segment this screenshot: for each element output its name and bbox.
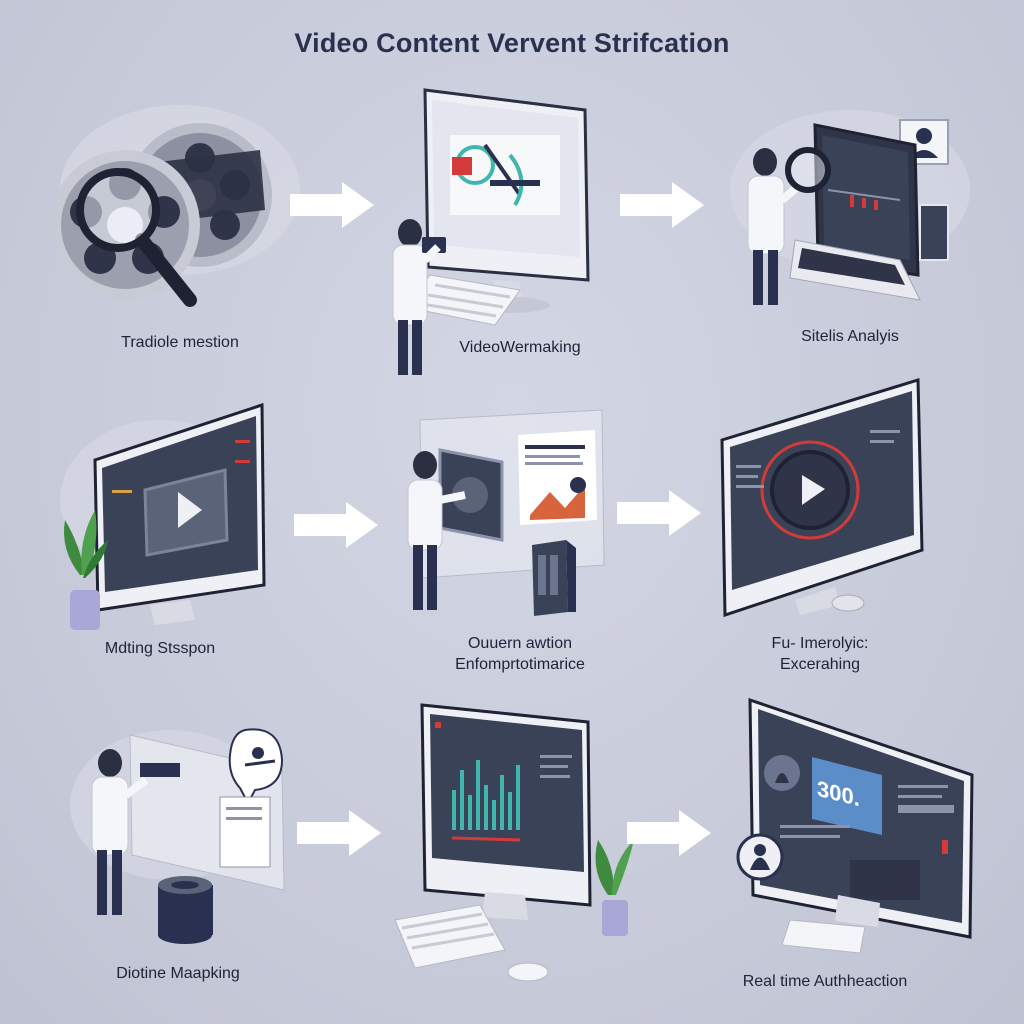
arrow-right-icon bbox=[290, 182, 374, 228]
step-7-label: Diotine Maapking bbox=[116, 965, 240, 982]
step-5-label-2: Enfomprtotimarice bbox=[455, 656, 585, 673]
step-4-label: Mdting Stsspon bbox=[104, 640, 216, 657]
step-2-label: VideoWermaking bbox=[459, 339, 581, 356]
monitor-target-icon bbox=[720, 377, 924, 618]
step-3-label: Sitelis Analyis bbox=[801, 328, 899, 345]
screen-presenter-icon bbox=[407, 409, 605, 616]
laptop bbox=[789, 123, 949, 301]
page-title: Video Content Vervent Strifcation bbox=[294, 28, 730, 58]
step-5: Ouuern awtion Enfomprtotimarice bbox=[370, 400, 670, 673]
play-icon bbox=[178, 492, 202, 528]
laptop-analyst-icon bbox=[730, 110, 970, 305]
keyboard bbox=[394, 904, 506, 969]
keyboard bbox=[781, 919, 866, 954]
scientist-figure bbox=[392, 219, 446, 375]
plant-icon bbox=[64, 510, 108, 630]
magnifier-icon bbox=[76, 168, 197, 307]
presenter-figure bbox=[407, 451, 466, 610]
arrow-right-icon bbox=[617, 490, 701, 536]
bar-chart bbox=[452, 760, 520, 830]
step-2: VideoWermaking bbox=[370, 85, 670, 375]
monitor-chart-icon bbox=[394, 703, 634, 982]
step-6: Fu- Imerolyic: Excerahing bbox=[700, 375, 1000, 673]
monitor-play-icon bbox=[60, 402, 266, 630]
board-scientist-icon bbox=[70, 728, 285, 944]
desktop-monitor bbox=[720, 377, 924, 618]
arrow-right-icon bbox=[620, 182, 704, 228]
desktop-monitor bbox=[748, 697, 974, 939]
server-box-icon bbox=[532, 540, 576, 616]
film-reel-magnifier-icon bbox=[50, 105, 300, 307]
step-8 bbox=[360, 700, 660, 982]
arrow-right-icon bbox=[297, 810, 381, 856]
step-4: Mdting Stsspon bbox=[50, 400, 350, 660]
database-cylinder-icon bbox=[158, 876, 213, 944]
analyst-figure bbox=[747, 147, 831, 305]
mouse-icon bbox=[507, 962, 549, 982]
step-7: Diotine Maapking bbox=[70, 725, 370, 985]
scientist-figure bbox=[91, 749, 149, 915]
step-6-label-2: Excerahing bbox=[779, 656, 861, 673]
desktop-monitor bbox=[93, 402, 266, 625]
keyboard bbox=[404, 274, 521, 326]
step-1: Tradiole mestion bbox=[30, 100, 330, 360]
magnifier-icon bbox=[785, 147, 831, 193]
step-5-label: Ouuern awtion bbox=[467, 635, 573, 652]
screen-panel bbox=[438, 448, 504, 542]
step-9-label: Real time Authheaction bbox=[742, 973, 908, 990]
monitor-scientist-icon bbox=[392, 88, 590, 375]
desktop-monitor bbox=[420, 703, 592, 920]
step-1-label: Tradiole mestion bbox=[121, 334, 239, 351]
monitor-dashboard-icon bbox=[736, 697, 974, 954]
step-3: Sitelis Analyis bbox=[700, 100, 1000, 360]
report-card bbox=[518, 430, 597, 525]
play-icon bbox=[802, 475, 825, 505]
step-6-label: Fu- Imerolyic: bbox=[771, 635, 869, 652]
desktop-monitor bbox=[423, 88, 590, 313]
arrow-right-icon bbox=[294, 502, 378, 548]
security-badge-icon bbox=[736, 833, 784, 881]
arrow-right-icon bbox=[627, 810, 711, 856]
step-9: 300. Real time Authheaction bbox=[720, 695, 1020, 990]
plant-icon bbox=[595, 840, 634, 936]
